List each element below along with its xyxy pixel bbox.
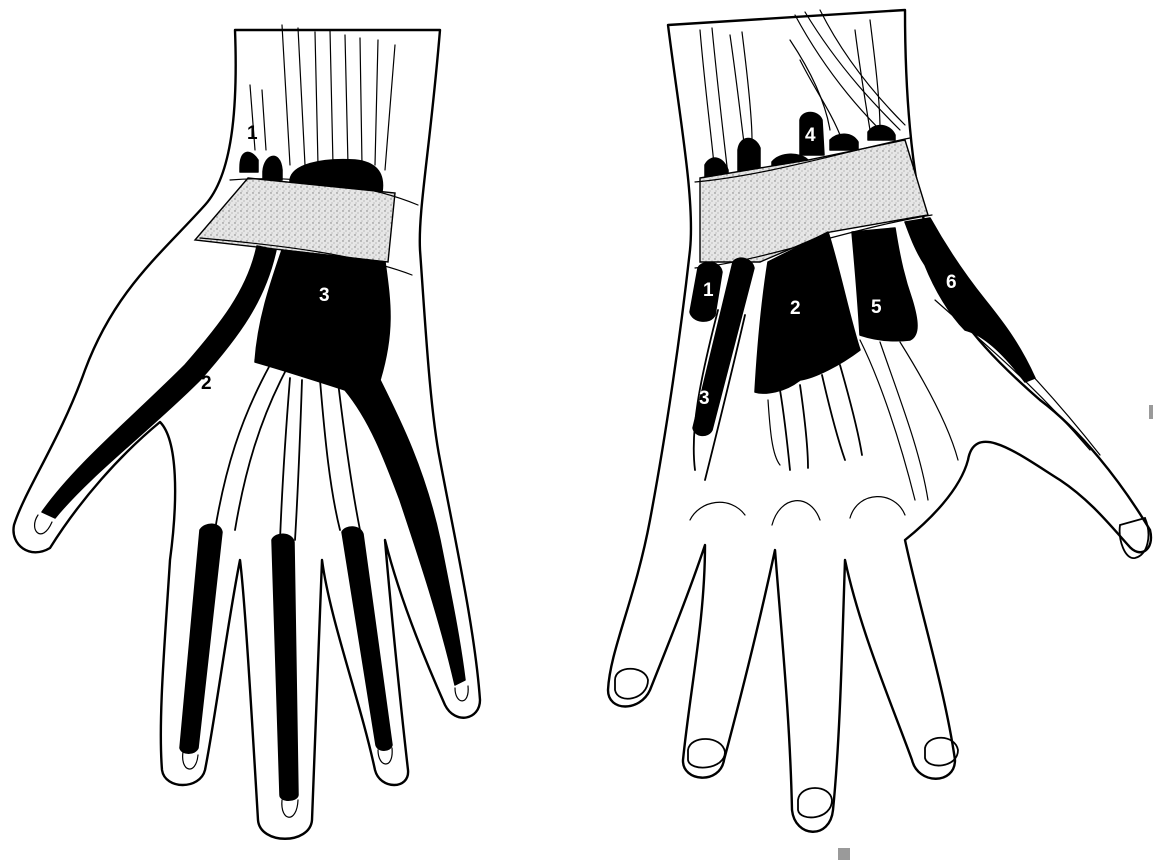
right-label-6: 6 xyxy=(946,272,957,293)
left-label-2: 2 xyxy=(201,373,212,394)
right-hand-panel xyxy=(608,10,1151,832)
left-hand-outline xyxy=(13,30,480,839)
scan-mark xyxy=(838,848,850,860)
scan-mark-edge xyxy=(1149,405,1153,419)
right-compartment-5-top xyxy=(830,134,858,150)
left-sheath-1 xyxy=(240,152,258,172)
right-label-3: 3 xyxy=(699,388,710,409)
right-label-2: 2 xyxy=(790,298,801,319)
right-label-1: 1 xyxy=(703,280,714,301)
right-label-4: 4 xyxy=(805,125,816,146)
right-compartment-2-top xyxy=(738,138,760,172)
left-label-1: 1 xyxy=(247,123,258,144)
left-label-3: 3 xyxy=(319,285,330,306)
right-label-5: 5 xyxy=(871,297,882,318)
left-hand-panel xyxy=(13,25,480,839)
